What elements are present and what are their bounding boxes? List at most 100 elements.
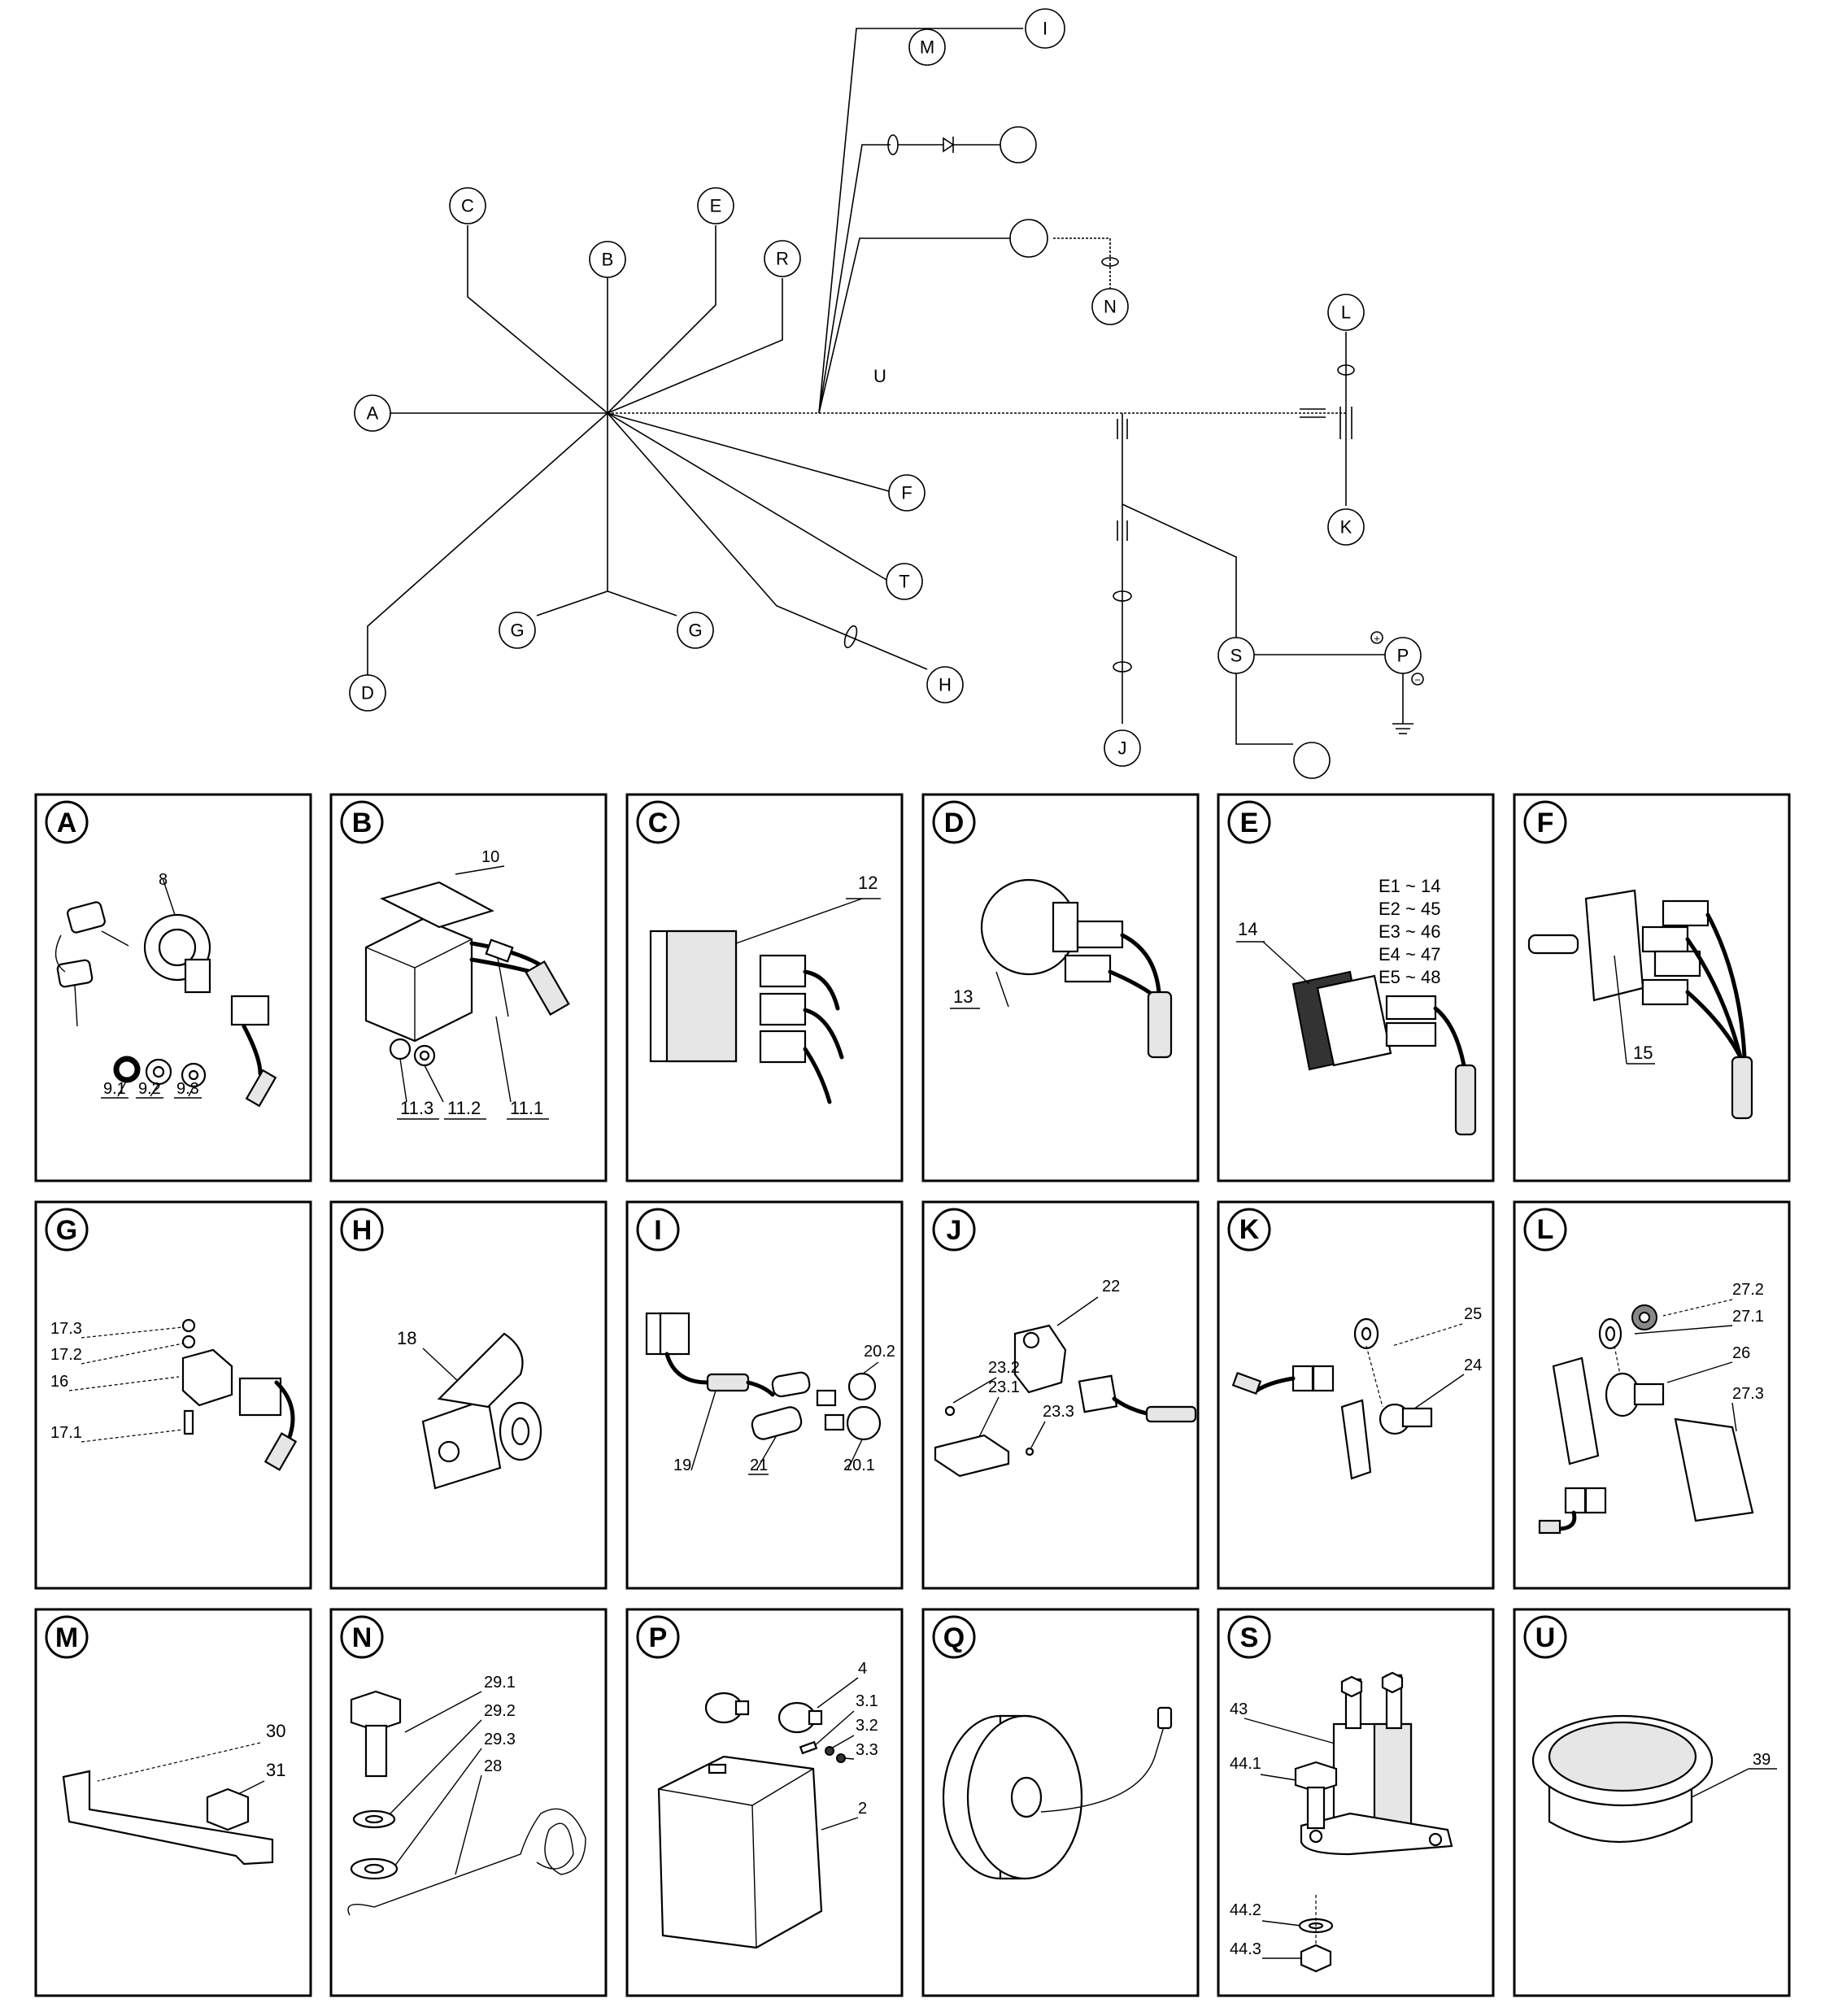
horn-circle (1293, 742, 1331, 779)
wire-c (467, 225, 608, 414)
node-c: C (449, 187, 486, 224)
svg-text:N: N (352, 1622, 372, 1653)
panel-a: A 8 9.1 9.2 9.3 (34, 793, 312, 1182)
node-m: M (908, 28, 946, 66)
svg-text:E1 ~ 14: E1 ~ 14 (1379, 876, 1440, 896)
panel-c: C 12 (625, 793, 904, 1182)
svg-text:43: 43 (1230, 1700, 1248, 1718)
svg-text:29.2: 29.2 (484, 1702, 516, 1720)
svg-text:U: U (1535, 1622, 1556, 1653)
node-i: I (1025, 8, 1065, 49)
svg-text:G: G (56, 1215, 77, 1246)
svg-text:23.3: 23.3 (1043, 1403, 1074, 1421)
svg-text:8: 8 (159, 871, 168, 889)
svg-text:A: A (367, 403, 379, 424)
svg-text:17.3: 17.3 (50, 1320, 82, 1338)
node-j: J (1104, 729, 1141, 767)
svg-text:E2 ~ 45: E2 ~ 45 (1379, 899, 1440, 919)
svg-text:21: 21 (750, 1456, 768, 1474)
wire-t (607, 412, 891, 583)
svg-text:D: D (944, 808, 965, 838)
svg-text:31: 31 (266, 1760, 285, 1780)
svg-text:16: 16 (50, 1373, 68, 1391)
svg-text:I: I (1043, 19, 1048, 39)
svg-text:27.1: 27.1 (1732, 1308, 1764, 1326)
key-icon (56, 959, 94, 988)
svg-text:26: 26 (1732, 1344, 1750, 1362)
switch-cover (1674, 1417, 1754, 1522)
connector-icon (230, 995, 270, 1026)
svg-text:44.1: 44.1 (1230, 1755, 1261, 1773)
svg-text:28: 28 (484, 1757, 502, 1775)
svg-text:G: G (688, 620, 702, 641)
svg-text:L: L (1537, 1214, 1554, 1245)
svg-text:J: J (1118, 738, 1127, 759)
svg-text:9.2: 9.2 (138, 1080, 161, 1098)
svg-text:N: N (1104, 297, 1117, 317)
wire-d (367, 412, 608, 675)
wire-n (1053, 237, 1111, 297)
svg-text:D: D (361, 683, 374, 703)
wire-f (607, 412, 890, 492)
svg-text:L: L (1341, 303, 1351, 323)
panel-h: H 18 (329, 1200, 608, 1590)
node-h: H (926, 666, 964, 703)
diode-icon (943, 137, 955, 153)
wire-diode (818, 144, 891, 414)
wire-i (818, 28, 1023, 414)
svg-text:23.2: 23.2 (988, 1359, 1020, 1377)
svg-text:M: M (920, 37, 934, 58)
svg-text:44.3: 44.3 (1230, 1940, 1261, 1958)
svg-text:P: P (649, 1622, 668, 1653)
svg-text:I: I (654, 1215, 661, 1246)
svg-text:11.1: 11.1 (510, 1098, 543, 1118)
svg-text:F: F (901, 483, 912, 503)
push-switch (1340, 1399, 1372, 1480)
svg-text:12: 12 (858, 873, 878, 893)
svg-text:25: 25 (1464, 1305, 1482, 1323)
battery-minus-icon (1411, 673, 1424, 686)
panel-b: B 10 11.3 11.2 11.1 (329, 793, 608, 1182)
svg-text:S: S (1240, 1622, 1259, 1653)
svg-text:11.2: 11.2 (447, 1098, 481, 1118)
svg-text:44.2: 44.2 (1230, 1901, 1261, 1919)
svg-text:G: G (510, 620, 524, 641)
panel-d: D 13 (921, 793, 1200, 1182)
svg-text:H: H (939, 675, 952, 695)
svg-text:22: 22 (1102, 1278, 1120, 1295)
battery-plus-icon (1370, 631, 1383, 644)
svg-text:A: A (57, 808, 77, 838)
nut-icon (206, 1787, 250, 1831)
panel-i: I 20.2 19 21 20.1 (625, 1200, 904, 1590)
magnet-block (934, 1434, 1010, 1478)
svg-text:23.1: 23.1 (988, 1378, 1020, 1396)
node-s: S (1217, 637, 1255, 674)
svg-text:3.2: 3.2 (856, 1717, 878, 1735)
wrench-bracket (62, 1770, 274, 1866)
svg-text:P: P (1397, 646, 1409, 666)
svg-text:E3 ~ 46: E3 ~ 46 (1379, 921, 1440, 942)
panel-e: E E1 ~ 14 E2 ~ 45 E3 ~ 46 E4 ~ 47 E5 ~ 4… (1217, 793, 1495, 1182)
node-g-right: G (677, 612, 714, 649)
battery-minus-sign: − (1414, 674, 1421, 686)
svg-text:39: 39 (1753, 1751, 1771, 1769)
svg-text:29.1: 29.1 (484, 1674, 516, 1692)
panel-m: M 30 31 (34, 1608, 312, 1997)
svg-text:R: R (776, 249, 789, 269)
node-n: N (1091, 288, 1129, 325)
svg-text:11.3: 11.3 (400, 1098, 433, 1118)
svg-text:20.2: 20.2 (864, 1343, 895, 1361)
relay (181, 1348, 233, 1407)
panel-k: K 25 24 (1217, 1200, 1495, 1590)
wire-e (607, 225, 716, 414)
svg-text:E: E (1240, 808, 1259, 838)
bolt-head (350, 1690, 402, 1732)
trunk-label: U (873, 366, 886, 386)
connector-j-1 (1113, 590, 1132, 602)
svg-text:27.3: 27.3 (1732, 1385, 1764, 1403)
svg-text:B: B (602, 250, 614, 270)
panel-g: G 17.3 17.2 16 17.1 (34, 1200, 312, 1590)
washer-black (113, 1056, 141, 1083)
connector-h (843, 625, 858, 649)
svg-text:3.3: 3.3 (856, 1741, 878, 1759)
